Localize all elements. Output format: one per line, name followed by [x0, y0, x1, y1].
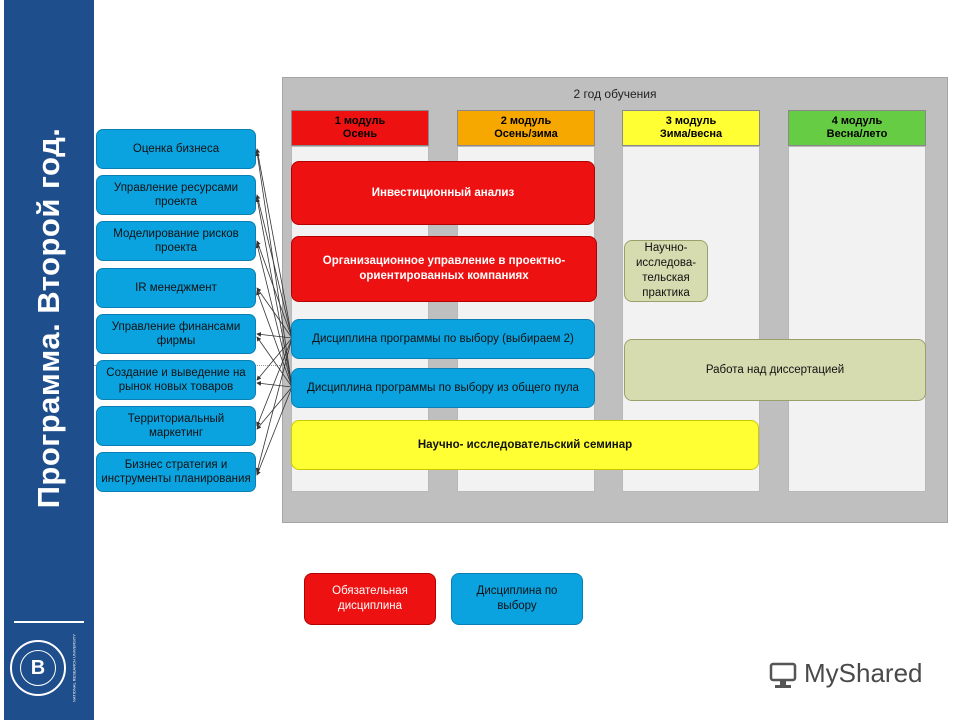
arrow-6 — [256, 337, 293, 381]
elective-box-business-valuation: Оценка бизнеса — [96, 129, 256, 169]
arrow-8 — [255, 337, 293, 473]
elective-box-project-resources: Управление ресурсами проекта — [96, 175, 256, 215]
module-header-4-title: 4 модуль — [831, 115, 883, 127]
module-header-3: 3 модуль Зима/весна — [622, 110, 760, 146]
elective-box-ir-management: IR менеджмент — [96, 268, 256, 308]
elective-box-business-strategy: Бизнес стратегия и инструменты планирова… — [96, 452, 256, 492]
elective-box-territorial-marketing: Территориальный маркетинг — [96, 406, 256, 446]
university-logo: В — [20, 650, 56, 686]
arrow-2 — [255, 194, 293, 339]
arrow-10 — [255, 197, 293, 388]
bar-elective-program: Дисциплина программы по выбору (выбираем… — [291, 319, 595, 359]
arrow-9 — [255, 151, 293, 388]
logo-letter: В — [30, 656, 46, 679]
university-logo-ring — [10, 640, 66, 696]
arrow-1 — [255, 148, 293, 339]
arrow-4 — [256, 287, 293, 339]
legend-mandatory: Обязательная дисциплина — [304, 573, 436, 625]
module-column-4 — [788, 146, 926, 492]
arrow-12 — [256, 290, 293, 388]
frame-title: 2 год обучения — [573, 87, 657, 101]
elective-box-new-products: Создание и выведение на рынок новых това… — [96, 360, 256, 400]
arrow-16 — [256, 386, 293, 476]
arrow-3 — [256, 240, 293, 339]
module-header-2-title: 2 модуль — [500, 115, 552, 127]
legend-elective: Дисциплина по выбору — [451, 573, 583, 625]
bar-research-practice: Научно-исследова-тельская практика — [624, 240, 708, 302]
arrow-7 — [256, 337, 293, 427]
elective-box-finance-management: Управление финансами фирмы — [96, 314, 256, 354]
myshared-logo-icon — [768, 660, 798, 690]
bar-organizational-management: Организационное управление в проектно-ор… — [291, 236, 597, 302]
module-header-1: 1 модуль Осень — [291, 110, 429, 146]
sidebar — [4, 0, 94, 720]
arrow-14 — [256, 381, 293, 388]
module-header-4: 4 модуль Весна/лето — [788, 110, 926, 146]
bar-research-seminar: Научно- исследовательский семинар — [291, 420, 759, 470]
bar-investment-analysis: Инвестиционный анализ — [291, 161, 595, 225]
module-header-4-season: Весна/лето — [826, 128, 888, 140]
arrow-11 — [255, 243, 293, 388]
module-header-1-title: 1 модуль — [334, 115, 386, 127]
bar-elective-pool: Дисциплина программы по выбору из общего… — [291, 368, 595, 408]
arrow-13 — [256, 336, 293, 388]
module-header-2: 2 модуль Осень/зима — [457, 110, 595, 146]
elective-box-risk-modeling: Моделирование рисков проекта — [96, 221, 256, 261]
sidebar-divider — [14, 621, 84, 623]
module-header-2-season: Осень/зима — [494, 128, 558, 140]
module-header-3-season: Зима/весна — [659, 128, 723, 140]
module-header-1-season: Осень — [342, 128, 378, 140]
arrow-5 — [256, 332, 293, 339]
bar-dissertation: Работа над диссертацией — [624, 339, 926, 401]
module-header-3-title: 3 модуль — [665, 115, 717, 127]
arrow-15 — [256, 386, 293, 430]
myshared-watermark: MyShared — [804, 658, 923, 688]
